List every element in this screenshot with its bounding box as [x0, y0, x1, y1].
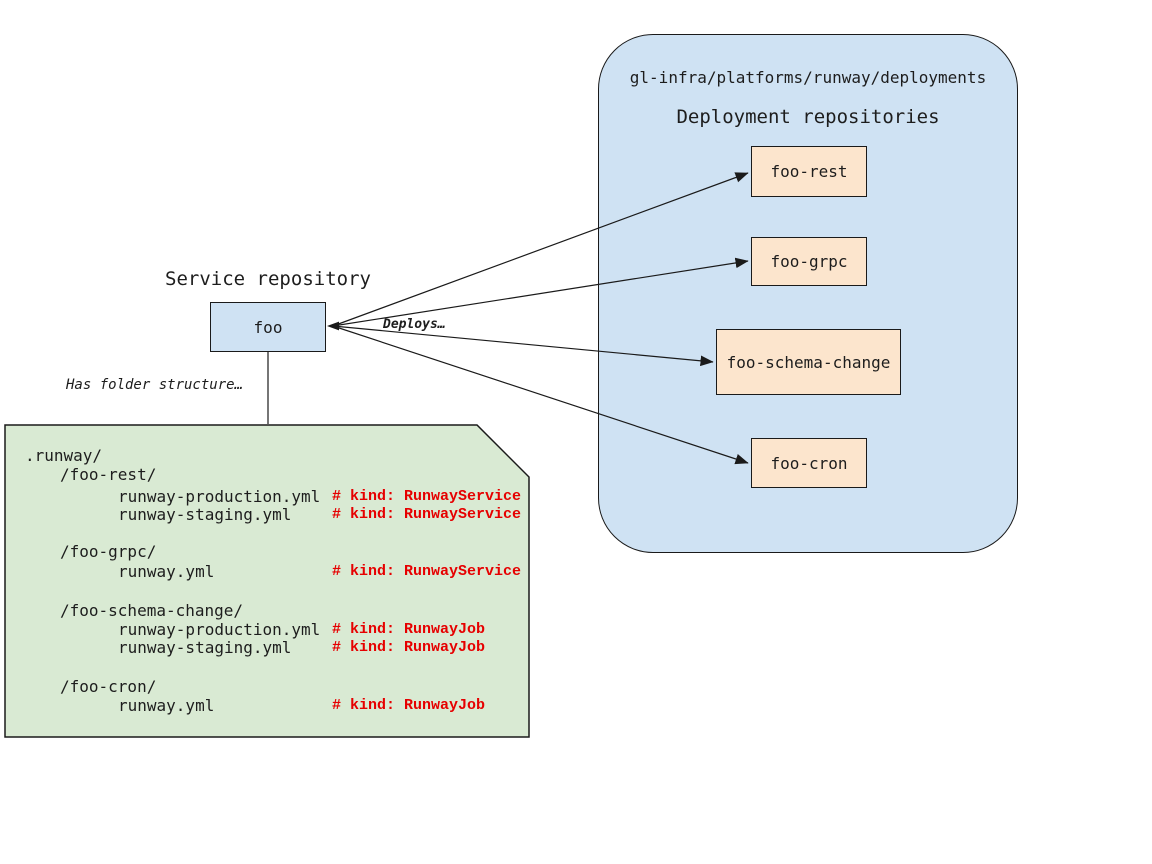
repo-node-foo-rest: foo-rest: [751, 146, 867, 197]
deploys-edge-label: Deploys…: [383, 317, 446, 332]
origin-arrowhead: [327, 321, 339, 331]
repo-label: foo-rest: [770, 162, 848, 181]
service-node-foo: foo: [210, 302, 326, 352]
repo-node-foo-schema-change: foo-schema-change: [716, 329, 901, 395]
folder-structure-note: .runway/ /foo-rest/ runway-production.ym…: [4, 424, 530, 738]
note-line: runway.yml # kind: RunwayService: [118, 562, 522, 581]
repo-label: foo-schema-change: [726, 352, 891, 372]
repo-label: foo-cron: [770, 453, 848, 473]
note-line: /foo-rest/: [60, 465, 157, 484]
note-line: runway-staging.yml # kind: RunwayService: [118, 505, 522, 524]
repo-node-foo-cron: foo-cron: [751, 438, 867, 488]
note-line: /foo-cron/: [60, 677, 157, 696]
note-line: /foo-schema-change/: [60, 601, 244, 620]
service-node-label: foo: [253, 317, 283, 337]
note-line: .runway/: [25, 446, 103, 465]
note-line: /foo-grpc/: [60, 542, 157, 561]
note-line: runway-production.yml # kind: RunwayServ…: [118, 487, 522, 506]
repo-label: foo-grpc: [770, 252, 848, 271]
repo-node-foo-grpc: foo-grpc: [751, 237, 867, 286]
panel-breadcrumb: gl-infra/platforms/runway/deployments: [629, 68, 987, 87]
note-shape: [4, 424, 530, 738]
note-line: runway-production.yml # kind: RunwayJob: [118, 620, 486, 639]
panel-title: Deployment repositories: [676, 106, 940, 128]
service-repository-caption: Service repository: [165, 268, 371, 290]
note-line: runway.yml # kind: RunwayJob: [118, 696, 486, 715]
note-line: runway-staging.yml # kind: RunwayJob: [118, 638, 486, 657]
folder-structure-edge-label: Has folder structure…: [66, 377, 244, 393]
